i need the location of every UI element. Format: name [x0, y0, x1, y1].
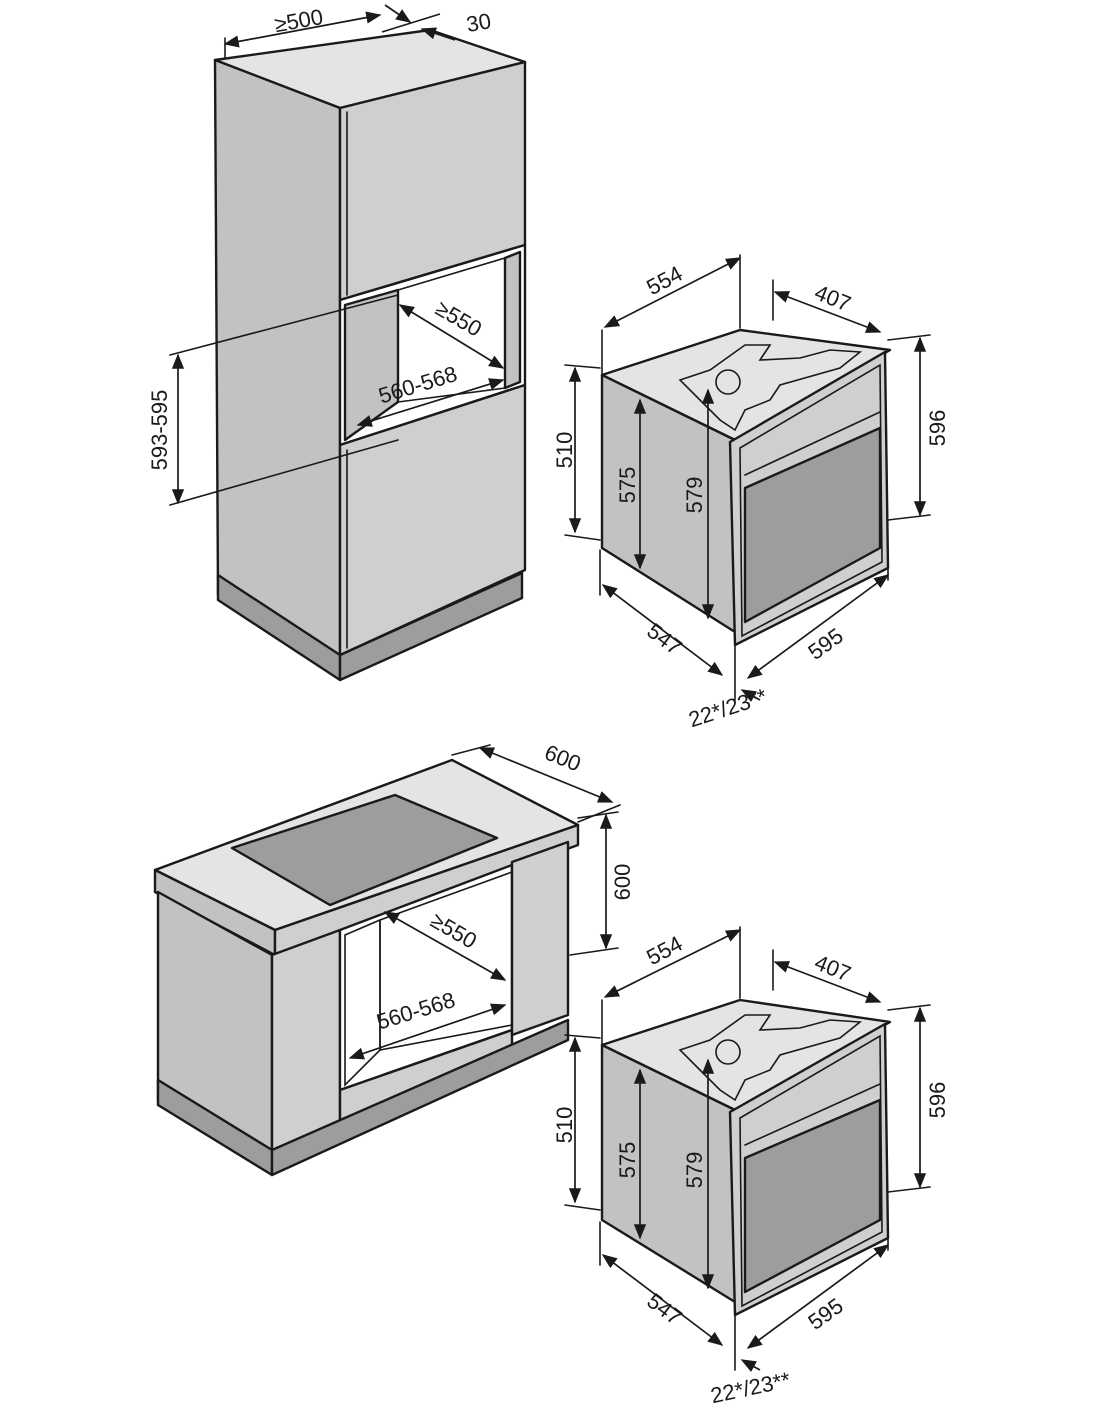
dim-oven-total-height: 596: [925, 410, 950, 447]
cooktop: [230, 793, 499, 907]
oven-door-window: [743, 426, 882, 624]
dim-oven-front-height: 579: [682, 1152, 707, 1189]
cabinet-side-panel: [213, 58, 342, 657]
built-in-oven-lower: [600, 998, 892, 1317]
countertop-edge-front: [273, 823, 580, 957]
dim-oven-inner-height: 575: [615, 1142, 640, 1179]
niche-right-wall: [503, 250, 522, 390]
dim-countertop-height: 600: [610, 864, 635, 901]
tall-cabinet: [213, 28, 527, 682]
dim-ventilation-gap: 30: [464, 8, 492, 37]
dim-niche-height: 593-595: [147, 390, 172, 471]
dim-oven-total-height: 596: [925, 1082, 950, 1119]
dim-oven-panel-thickness: 22*/23**: [685, 683, 770, 732]
dim-oven-depth-top: 407: [811, 950, 854, 987]
oven-door-window: [743, 1098, 882, 1294]
cabinet-right-panel: [510, 840, 570, 1037]
dim-countertop-depth: 600: [541, 740, 584, 777]
dim-oven-front-height: 579: [682, 477, 707, 514]
dim-oven-side-height: 510: [552, 1107, 577, 1144]
fan-hub-icon: [715, 1039, 741, 1065]
dim-cabinet-depth: ≥500: [273, 4, 325, 37]
dim-oven-inner-height: 575: [615, 467, 640, 504]
dim-oven-side-height: 510: [552, 432, 577, 469]
base-cabinet: [153, 758, 580, 1177]
fan-cover-icon: [678, 1014, 863, 1102]
dim-oven-width-top: 554: [642, 261, 686, 300]
fan-hub-icon: [715, 369, 741, 395]
dim-oven-body-depth: 547: [642, 618, 686, 660]
dim-oven-total-width: 595: [803, 1293, 847, 1335]
dim-oven-body-depth: 547: [642, 1288, 686, 1330]
fan-cover-icon: [678, 344, 863, 432]
dim-oven-width-top: 554: [642, 931, 686, 970]
dim-oven-total-width: 595: [803, 623, 847, 665]
dim-oven-depth-top: 407: [811, 280, 854, 317]
dim-oven-panel-thickness: 22*/23**: [708, 1367, 793, 1408]
built-in-oven-upper: [600, 328, 892, 647]
